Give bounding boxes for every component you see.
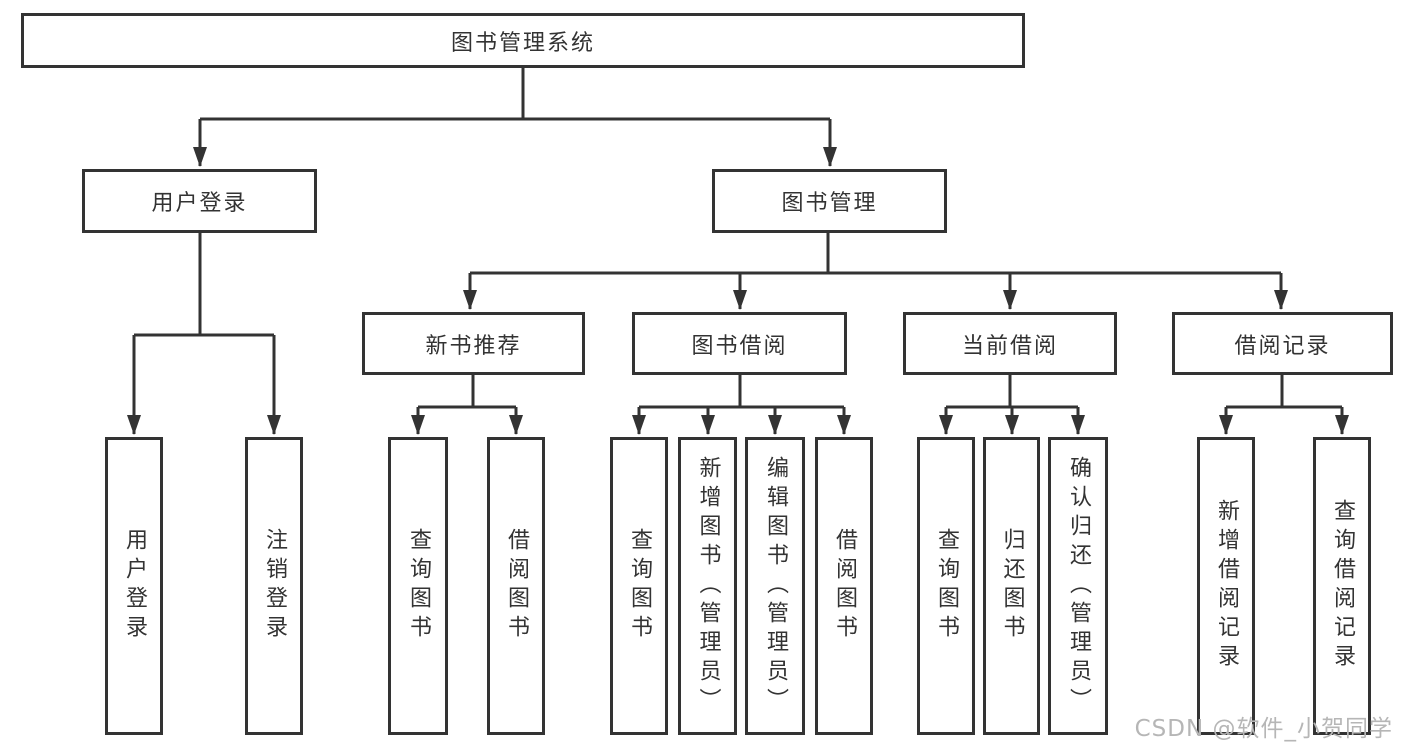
leaf-add-borrow-record: 新增借阅记录 [1197,437,1255,735]
leaf-logout: 注销登录 [245,437,303,735]
node-new-book-recommendation: 新书推荐 [362,312,585,375]
node-borrowing-records: 借阅记录 [1172,312,1393,375]
connector-borrowing-records-split [1226,375,1342,409]
leaf-user-login: 用户登录 [105,437,163,735]
leaf-borrow-books-1: 借阅图书 [487,437,545,735]
node-book-borrowing: 图书借阅 [632,312,847,375]
leaf-borrow-books-2: 借阅图书 [815,437,873,735]
connector-book-management-split [470,233,1281,275]
leaf-query-borrow-record: 查询借阅记录 [1313,437,1371,735]
leaf-query-books-3: 查询图书 [917,437,975,735]
leaf-query-books-2: 查询图书 [610,437,668,735]
leaf-add-books-admin: 新增图书（管理员） [678,437,737,735]
node-library-management-system: 图书管理系统 [21,13,1025,68]
node-current-borrowing: 当前借阅 [903,312,1117,375]
connector-book-borrowing-split [639,375,844,409]
leaf-query-books-1: 查询图书 [388,437,448,735]
leaf-confirm-return-admin: 确认归还（管理员） [1048,437,1108,735]
node-book-management: 图书管理 [712,169,947,233]
connector-user-login-split [134,233,274,337]
node-user-login: 用户登录 [82,169,317,233]
leaf-edit-books-admin: 编辑图书（管理员） [745,437,805,735]
connector-current-borrowing-split [946,375,1078,409]
connector-new-book-split [418,375,516,409]
leaf-return-books: 归还图书 [983,437,1040,735]
csdn-watermark: CSDN @软件_小贺同学 [1134,716,1393,742]
connector-root-split [200,68,830,121]
